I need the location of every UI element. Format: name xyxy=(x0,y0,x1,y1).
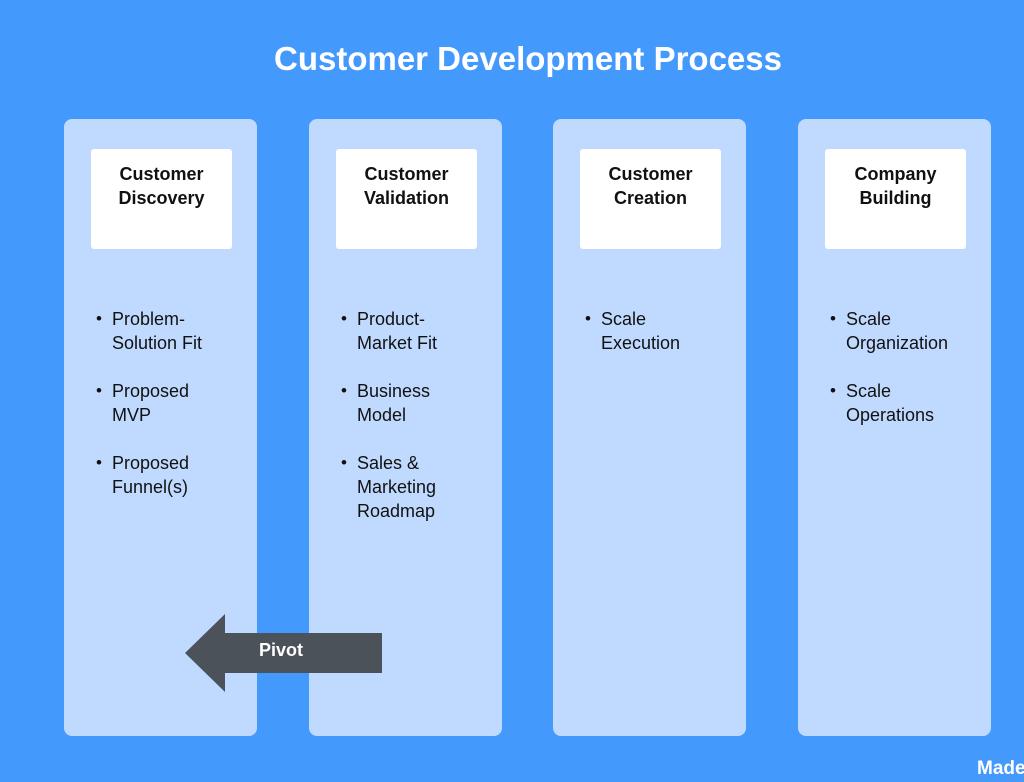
list-item: • Problem- Solution Fit xyxy=(96,307,256,355)
bullet-text: Scale Organization xyxy=(846,309,949,353)
bullet-text: Proposed Funnel(s) xyxy=(112,453,190,497)
bullet-icon: • xyxy=(830,381,836,400)
bullet-icon: • xyxy=(96,309,102,328)
bullet-icon: • xyxy=(96,381,102,400)
list-item: • Proposed Funnel(s) xyxy=(96,451,256,499)
stage-column-discovery: Customer Discovery • Problem- Solution Fi… xyxy=(64,119,257,736)
stage-column-building: Company Building • Scale Organization • Sc… xyxy=(798,119,991,736)
watermark: Made xyxy=(977,758,1024,779)
pivot-arrow: Pivot xyxy=(185,614,383,692)
stage-box: Customer Creation xyxy=(580,149,721,249)
stage-box: Company Building xyxy=(825,149,966,249)
list-item: • Scale Organization xyxy=(830,307,990,355)
bullet-text: Product- Market Fit xyxy=(357,309,438,353)
stage-label: Customer Validation xyxy=(363,164,450,208)
bullet-icon: • xyxy=(341,453,347,472)
bullet-icon: • xyxy=(585,309,591,328)
stage-label: Customer Creation xyxy=(608,164,693,208)
bullet-list: • Product- Market Fit • Business Model • Sa… xyxy=(341,307,501,547)
list-item: • Scale Execution xyxy=(585,307,745,355)
list-item: • Proposed MVP xyxy=(96,379,256,427)
bullet-icon: • xyxy=(830,309,836,328)
list-item: • Sales & Marketing Roadmap xyxy=(341,451,501,523)
stage-column-creation: Customer Creation • Scale Execution xyxy=(553,119,746,736)
stage-box: Customer Discovery xyxy=(91,149,232,249)
bullet-icon: • xyxy=(341,381,347,400)
bullet-text: Scale Execution xyxy=(601,309,681,353)
bullet-text: Sales & Marketing Roadmap xyxy=(357,453,437,521)
bullet-list: • Scale Execution xyxy=(585,307,745,379)
list-item: • Scale Operations xyxy=(830,379,990,427)
stage-box: Customer Validation xyxy=(336,149,477,249)
stage-label: Customer Discovery xyxy=(118,164,205,208)
bullet-text: Problem- Solution Fit xyxy=(112,309,203,353)
diagram-title: Customer Development Process xyxy=(273,40,782,77)
list-item: • Product- Market Fit xyxy=(341,307,501,355)
bullet-text: Scale Operations xyxy=(846,381,935,425)
bullet-icon: • xyxy=(96,453,102,472)
bullet-list: • Problem- Solution Fit • Proposed MVP • Pr… xyxy=(96,307,256,523)
bullet-text: Business Model xyxy=(357,381,431,425)
stage-label: Company Building xyxy=(854,164,937,208)
left-arrow-icon xyxy=(185,614,382,692)
list-item: • Business Model xyxy=(341,379,501,427)
bullet-text: Proposed MVP xyxy=(112,381,190,425)
pivot-label: Pivot xyxy=(259,640,304,660)
bullet-list: • Scale Organization • Scale Operations xyxy=(830,307,990,451)
bullet-icon: • xyxy=(341,309,347,328)
